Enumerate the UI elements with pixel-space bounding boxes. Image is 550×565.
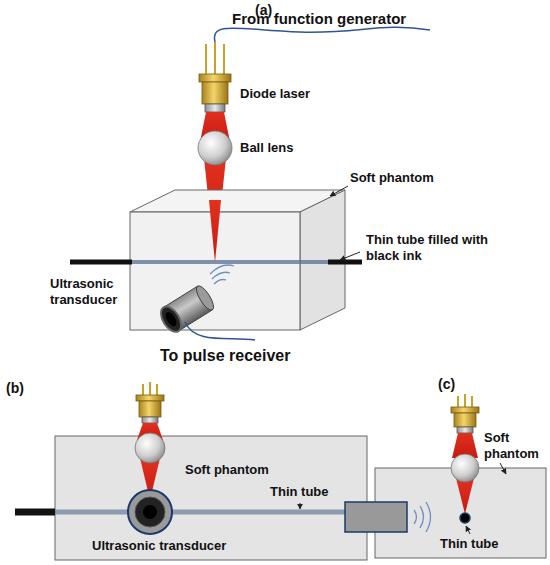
ball-lens bbox=[451, 454, 479, 482]
diode-laser bbox=[199, 42, 231, 112]
leader-lines bbox=[300, 503, 301, 509]
ball-lens bbox=[135, 433, 165, 463]
leader-lines bbox=[330, 186, 360, 260]
part-label: Ultrasonic transducer bbox=[92, 538, 226, 554]
part-label: Ball lens bbox=[240, 140, 293, 156]
part-label: Soft phantom bbox=[350, 170, 434, 186]
ultrasonic-transducer bbox=[345, 502, 407, 532]
panel-letter: (b) bbox=[6, 380, 24, 397]
signal-label: From function generator bbox=[232, 10, 406, 28]
part-label: Ultrasonic transducer bbox=[50, 276, 130, 307]
ultrasonic-transducer bbox=[128, 490, 172, 534]
diode-laser bbox=[136, 382, 164, 423]
ball-lens bbox=[198, 131, 232, 165]
sound-waves bbox=[210, 265, 234, 284]
part-label: Diode laser bbox=[240, 86, 310, 102]
laser-beam bbox=[456, 478, 474, 514]
cable-receiver bbox=[185, 322, 255, 340]
signal-label: To pulse receiver bbox=[160, 346, 290, 365]
cable-generator bbox=[214, 27, 430, 42]
panel-letter: (c) bbox=[438, 376, 455, 393]
thin-tube bbox=[70, 262, 362, 263]
laser-beam bbox=[209, 200, 221, 262]
leader-lines bbox=[466, 463, 506, 534]
part-label: Thin tube bbox=[440, 536, 499, 552]
soft-phantom bbox=[55, 436, 367, 560]
sound-waves bbox=[414, 502, 431, 532]
thin-tube bbox=[15, 512, 385, 513]
part-label: Thin tube filled with black ink bbox=[366, 232, 516, 263]
thin-tube bbox=[460, 513, 470, 523]
part-label: Thin tube bbox=[270, 484, 329, 500]
part-label: Soft phantom bbox=[484, 430, 544, 461]
diode-laser bbox=[451, 394, 479, 433]
part-label: Soft phantom bbox=[185, 462, 269, 478]
ultrasonic-transducer bbox=[157, 283, 217, 335]
